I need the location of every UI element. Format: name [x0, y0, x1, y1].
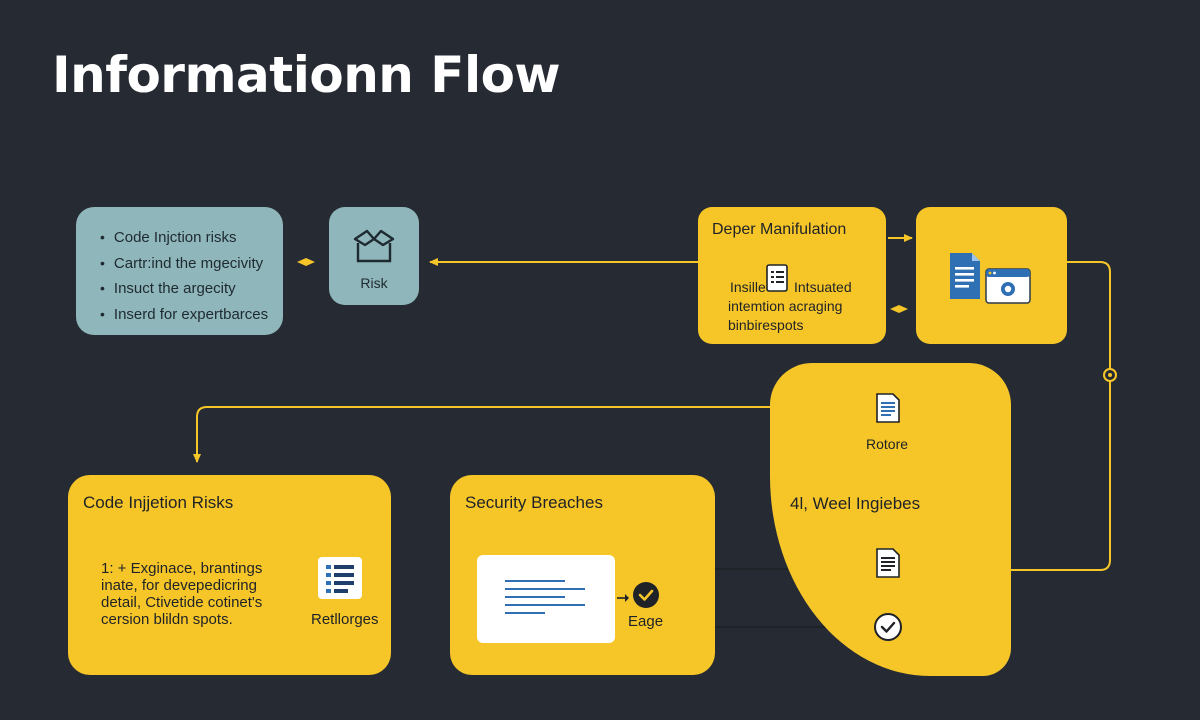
manipulation-text: binbirespots: [728, 317, 804, 333]
risk-list-item: Insuct the argecity: [100, 276, 283, 302]
code-injection-heading: Code Injjetion Risks: [83, 493, 234, 512]
risk-list-item: Cartr:ind the mgecivity: [100, 251, 283, 277]
check-circle-icon: [633, 582, 659, 608]
manipulation-text: Insille: [730, 279, 766, 295]
code-injection-description: 1: + Exginace, brantings inate, for deve…: [101, 560, 263, 628]
arrow-app-loop: [1010, 261, 1111, 571]
code-injection-icon-label: Retllorges: [311, 611, 379, 628]
risk-node[interactable]: Risk: [329, 207, 419, 305]
checklist-icon: [318, 557, 362, 599]
manipulation-text: Intsuated: [794, 279, 852, 295]
code-injection-node[interactable]: Code Injjetion Risks 1: + Exginace, bran…: [68, 475, 391, 675]
app-node[interactable]: [916, 207, 1067, 344]
check-circle-icon: [874, 613, 902, 641]
page-title: Informationn Flow: [52, 46, 561, 104]
risk-list-node[interactable]: Code Injction risks Cartr:ind the mgeciv…: [76, 207, 283, 335]
box-icon: [353, 229, 395, 263]
rotore-label: Rotore: [866, 436, 909, 452]
manipulation-node[interactable]: Deper Manifulation Insille Intsuated int…: [698, 207, 886, 344]
document-icon: [766, 264, 788, 292]
security-node[interactable]: Security Breaches Eage: [450, 475, 715, 675]
document-icon: [876, 548, 900, 578]
manipulation-text: intemtion acraging: [728, 298, 843, 314]
arrow-rotore-to-code: [193, 406, 770, 463]
security-icon-label: Eage: [628, 613, 664, 630]
document-icon: [876, 393, 900, 423]
arrow-app-to-manipulation: [890, 305, 908, 313]
risk-label: Risk: [360, 275, 388, 291]
arrow-risk-to-list: [297, 258, 315, 266]
security-panel: [477, 555, 615, 643]
risk-list-item: Code Injction risks: [100, 225, 283, 251]
security-heading: Security Breaches: [465, 493, 603, 512]
manipulation-heading: Deper Manifulation: [712, 221, 847, 238]
document-browser-icon: [950, 253, 1031, 304]
risk-list-item: Inserd for expertbarces: [100, 302, 283, 328]
arrow-icon: [617, 594, 629, 602]
rotore-subheading: 4l, Weel Ingiebes: [790, 494, 921, 513]
